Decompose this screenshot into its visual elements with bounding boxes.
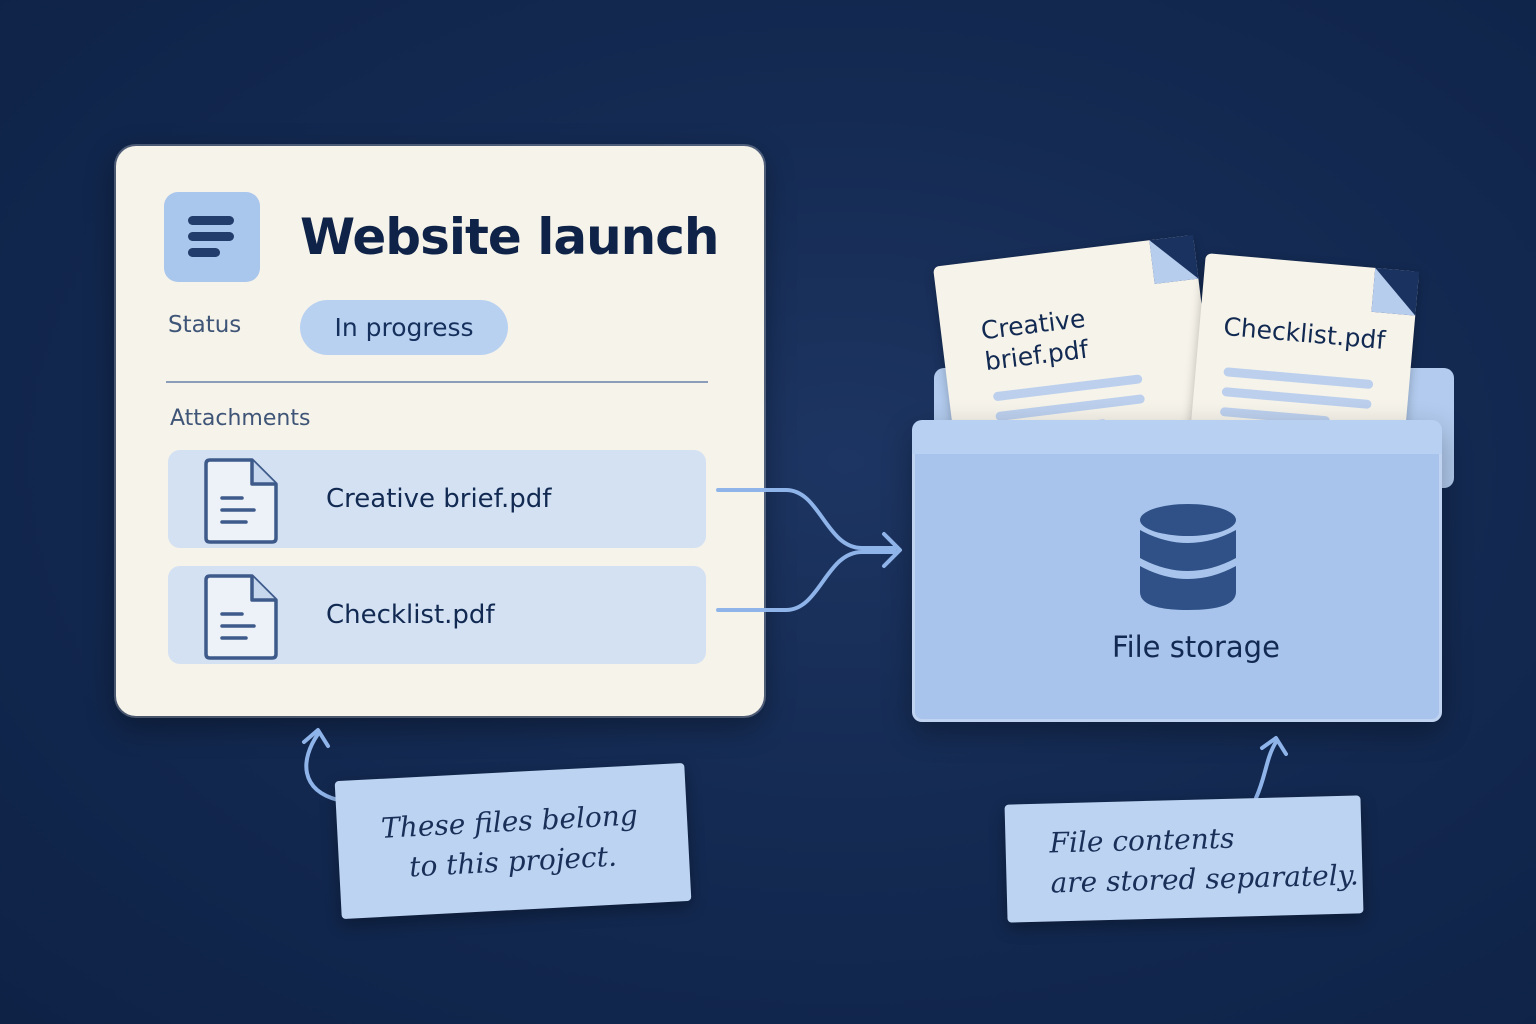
- file-icon: [204, 458, 278, 544]
- attachments-label: Attachments: [170, 406, 311, 431]
- attachment-row-creative-brief[interactable]: Creative brief.pdf: [168, 450, 706, 548]
- menu-icon[interactable]: [164, 192, 260, 282]
- attachment-row-checklist[interactable]: Checklist.pdf: [168, 566, 706, 664]
- attachment-name: Creative brief.pdf: [326, 484, 552, 514]
- status-label: Status: [168, 312, 242, 338]
- stored-document-name: Creative brief.pdf: [979, 303, 1090, 377]
- file-icon: [204, 574, 278, 660]
- divider: [166, 381, 708, 383]
- project-title: Website launch: [300, 208, 719, 266]
- storage-note-line: File contents: [1049, 821, 1235, 860]
- status-badge[interactable]: In progress: [300, 300, 508, 355]
- file-storage-box: [912, 422, 1442, 722]
- stored-document-name: Checklist.pdf: [1222, 311, 1387, 355]
- file-storage-label: File storage: [1112, 630, 1280, 664]
- project-card: Website launch Status In progress Attach…: [116, 146, 764, 716]
- project-note: These files belong to this project.: [334, 762, 692, 920]
- attachment-name: Checklist.pdf: [326, 600, 495, 630]
- storage-note-line: are stored separately.: [1050, 858, 1360, 900]
- storage-box-lip: [912, 420, 1442, 454]
- database-icon: [1140, 504, 1236, 610]
- storage-note: File contents are stored separately.: [1004, 795, 1364, 923]
